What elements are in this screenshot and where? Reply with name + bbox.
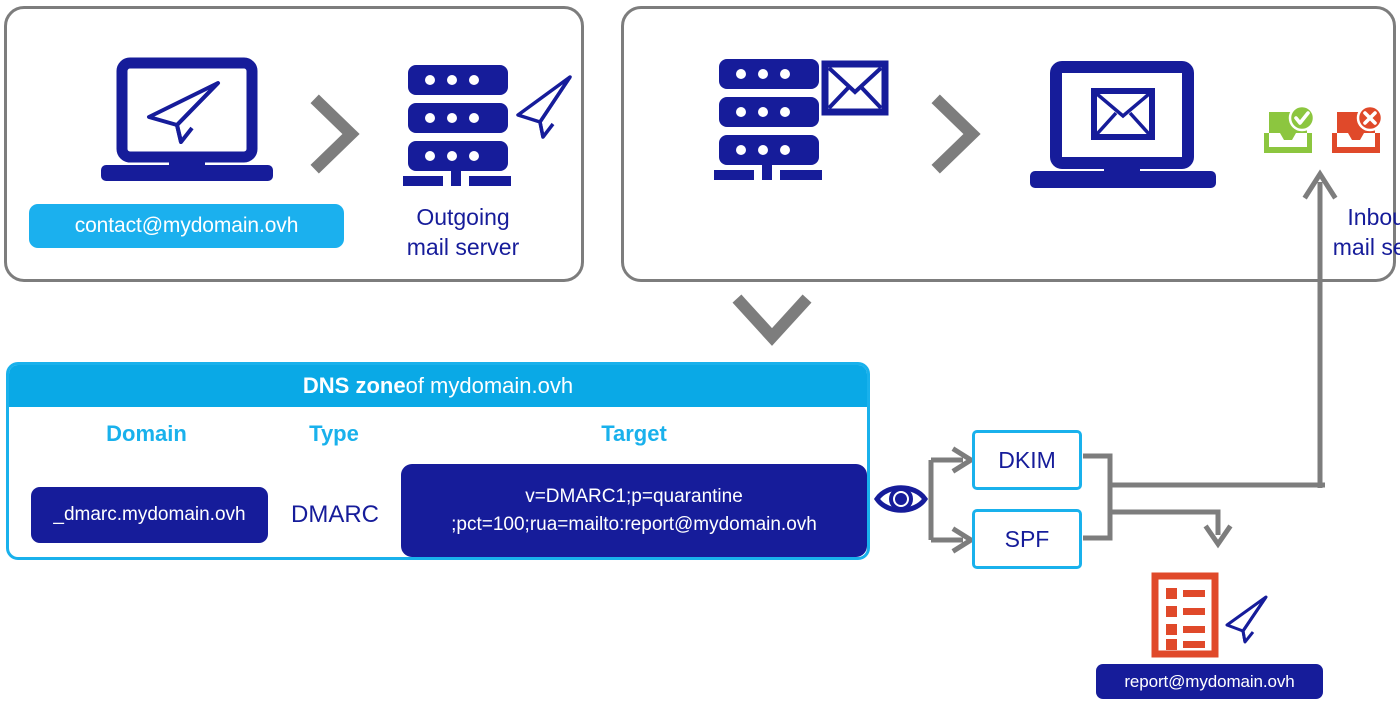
target-line-1: v=DMARC1;p=quarantine <box>525 485 743 507</box>
chevron-right-icon <box>310 94 360 174</box>
target-line-2: ;pct=100;rua=mailto:report@mydomain.ovh <box>451 513 817 535</box>
merge-bracket-connector <box>1083 453 1325 549</box>
inbox-check-icon <box>1264 104 1316 153</box>
server-icon <box>403 65 511 186</box>
envelope-icon <box>821 60 889 116</box>
laptop-paperplane-icon <box>101 57 273 181</box>
panel-outgoing: contact@mydomain.ovh Outgoing mail serve… <box>4 6 584 282</box>
dns-zone-panel: DNS zone of mydomain.ovh Domain Type Tar… <box>6 362 870 560</box>
caption-outgoing-server: Outgoing mail server <box>406 204 520 260</box>
column-header-domain: Domain <box>106 421 187 446</box>
inbox-cross-icon <box>1332 104 1384 153</box>
badge-report-address: report@mydomain.ovh <box>1096 664 1323 699</box>
eye-icon <box>873 485 929 513</box>
server-icon <box>714 59 822 180</box>
panel-inbound: Inbound mail server recipient@otherdomai… <box>621 6 1400 282</box>
dns-zone-header-rest: of mydomain.ovh <box>405 373 574 398</box>
paper-plane-icon <box>1225 595 1268 644</box>
badge-sender-address: contact@mydomain.ovh <box>29 204 344 248</box>
column-header-type: Type <box>309 421 359 446</box>
chevron-down-icon <box>732 294 812 346</box>
cell-type-value: DMARC <box>291 501 379 528</box>
dns-zone-header: DNS zone of mydomain.ovh <box>9 365 867 407</box>
check-node-dkim[interactable]: DKIM <box>972 430 1082 490</box>
cell-target-value: v=DMARC1;p=quarantine ;pct=100;rua=mailt… <box>401 464 867 557</box>
check-node-spf[interactable]: SPF <box>972 509 1082 569</box>
chevron-right-icon <box>931 94 981 174</box>
branch-arrows-to-checks <box>928 446 976 554</box>
laptop-envelope-icon <box>1030 61 1216 188</box>
cell-domain-value: _dmarc.mydomain.ovh <box>31 487 268 543</box>
dns-zone-header-bold: DNS zone <box>302 373 406 398</box>
caption-inbound-server: Inbound mail server <box>1332 204 1400 260</box>
paper-plane-icon <box>516 75 572 139</box>
column-header-target: Target <box>601 421 667 446</box>
arrow-up-icon <box>1302 169 1338 488</box>
report-list-icon <box>1151 572 1219 658</box>
